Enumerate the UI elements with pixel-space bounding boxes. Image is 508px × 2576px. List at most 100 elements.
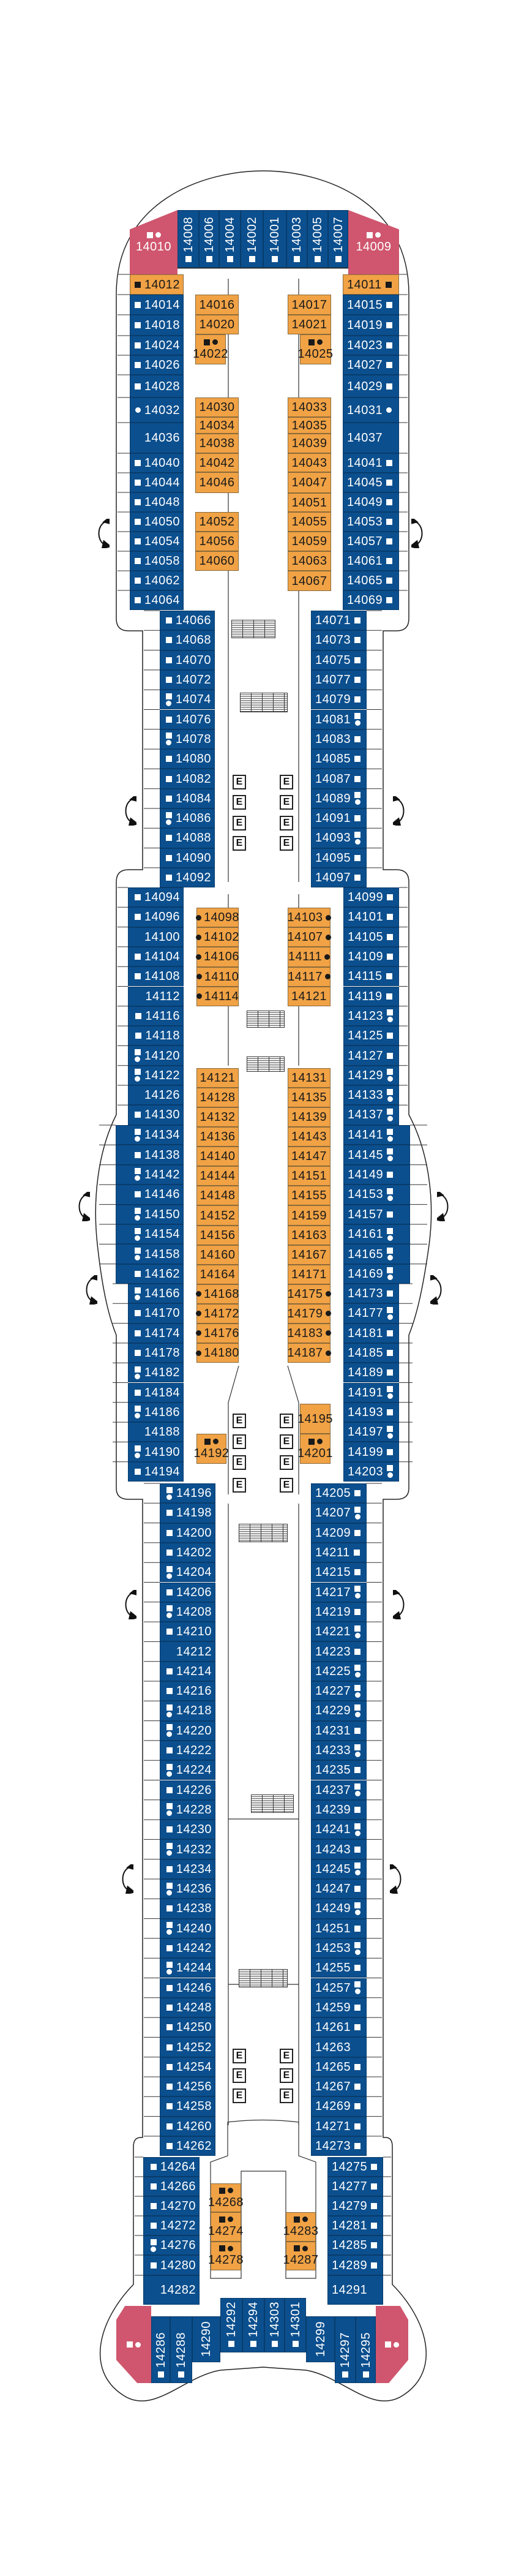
cabin-14109[interactable]: 14109 — [343, 946, 399, 967]
cabin-14085[interactable]: 14085 — [311, 749, 367, 769]
cabin-14178[interactable]: 14178 — [128, 1343, 184, 1363]
cabin-14028[interactable]: 14028 — [130, 375, 184, 397]
cabin-14196[interactable]: 14196 — [160, 1483, 215, 1504]
cabin-14278[interactable]: 14278 — [208, 2241, 244, 2270]
cabin-14111[interactable]: 14111 — [288, 947, 331, 967]
cabin-14029[interactable]: 14029 — [343, 375, 399, 397]
cabin-14134[interactable]: 14134 — [116, 1125, 184, 1145]
cabin-14164[interactable]: 14164 — [196, 1264, 239, 1284]
cabin-14026[interactable]: 14026 — [130, 355, 184, 375]
cabin-14007[interactable]: 14007 — [328, 210, 348, 268]
cabin-14045[interactable]: 14045 — [343, 473, 399, 492]
cabin-14206[interactable]: 14206 — [160, 1582, 215, 1602]
cabin-14087[interactable]: 14087 — [311, 769, 367, 789]
cabin-14003[interactable]: 14003 — [286, 210, 307, 268]
cabin-14127[interactable]: 14127 — [343, 1045, 399, 1066]
cabin-14236[interactable]: 14236 — [160, 1879, 215, 1899]
cabin-14062[interactable]: 14062 — [130, 571, 184, 590]
cabin-14173[interactable]: 14173 — [343, 1284, 399, 1304]
cabin-14268[interactable]: 14268 — [208, 2183, 244, 2213]
cabin-14105[interactable]: 14105 — [343, 927, 399, 947]
cabin-14258[interactable]: 14258 — [160, 2096, 215, 2117]
cabin-14086[interactable]: 14086 — [160, 808, 215, 829]
cabin-14219[interactable]: 14219 — [311, 1602, 367, 1622]
cabin-14141[interactable]: 14141 — [343, 1125, 410, 1145]
cabin-14267[interactable]: 14267 — [311, 2077, 367, 2097]
cabin-14051[interactable]: 14051 — [288, 493, 331, 512]
cabin-14115[interactable]: 14115 — [343, 966, 399, 987]
cabin-14159[interactable]: 14159 — [288, 1205, 331, 1226]
cabin-14063[interactable]: 14063 — [288, 551, 331, 571]
cabin-14184[interactable]: 14184 — [128, 1382, 184, 1403]
cabin-14171[interactable]: 14171 — [288, 1264, 331, 1284]
cabin-14058[interactable]: 14058 — [130, 551, 184, 571]
cabin-14104[interactable]: 14104 — [128, 946, 184, 967]
cabin-14154[interactable]: 14154 — [116, 1224, 184, 1245]
cabin-14135[interactable]: 14135 — [288, 1088, 331, 1108]
cabin-14244[interactable]: 14244 — [160, 1958, 215, 1978]
cabin-14262[interactable]: 14262 — [160, 2136, 215, 2156]
cabin-14182[interactable]: 14182 — [128, 1363, 184, 1383]
cabin-14170[interactable]: 14170 — [128, 1303, 184, 1324]
cabin-14215[interactable]: 14215 — [311, 1562, 367, 1583]
cabin-14179[interactable]: 14179 — [287, 1303, 331, 1324]
cabin-14036[interactable]: 14036 — [130, 423, 184, 453]
cabin-14277[interactable]: 14277 — [327, 2177, 383, 2196]
cabin-14276[interactable]: 14276 — [143, 2235, 200, 2255]
cabin-14046[interactable]: 14046 — [195, 472, 239, 493]
cabin-14122[interactable]: 14122 — [128, 1065, 184, 1085]
cabin-14024[interactable]: 14024 — [130, 336, 184, 355]
cabin-14106[interactable]: 14106 — [195, 947, 239, 967]
cabin-14039[interactable]: 14039 — [288, 434, 331, 453]
cabin-14150[interactable]: 14150 — [116, 1204, 184, 1224]
cabin-14022[interactable]: 14022 — [193, 334, 228, 364]
cabin-14249[interactable]: 14249 — [311, 1899, 367, 1919]
cabin-14301[interactable]: 14301 — [285, 2298, 306, 2352]
cabin-14031[interactable]: 14031 — [343, 397, 399, 423]
cabin-14222[interactable]: 14222 — [160, 1740, 215, 1761]
cabin-14248[interactable]: 14248 — [160, 1997, 215, 2018]
cabin-14256[interactable]: 14256 — [160, 2077, 215, 2097]
cabin-14102[interactable]: 14102 — [195, 927, 239, 947]
cabin-14079[interactable]: 14079 — [311, 690, 367, 710]
cabin-14209[interactable]: 14209 — [311, 1523, 367, 1543]
cabin-14269[interactable]: 14269 — [311, 2096, 367, 2117]
cabin-14020[interactable]: 14020 — [195, 315, 239, 334]
cabin-14149[interactable]: 14149 — [343, 1164, 410, 1185]
cabin-14221[interactable]: 14221 — [311, 1622, 367, 1642]
cabin-14035[interactable]: 14035 — [288, 417, 331, 434]
cabin-14091[interactable]: 14091 — [311, 808, 367, 829]
cabin-14049[interactable]: 14049 — [343, 492, 399, 512]
cabin-14238[interactable]: 14238 — [160, 1899, 215, 1919]
cabin-14257[interactable]: 14257 — [311, 1978, 367, 1998]
cabin-14275[interactable]: 14275 — [327, 2157, 383, 2177]
cabin-14166[interactable]: 14166 — [128, 1284, 184, 1304]
cabin-14034[interactable]: 14034 — [195, 417, 239, 434]
cabin-14121[interactable]: 14121 — [288, 986, 331, 1006]
cabin-14207[interactable]: 14207 — [311, 1503, 367, 1523]
cabin-14263[interactable]: 14263 — [311, 2037, 367, 2057]
cabin-14076[interactable]: 14076 — [160, 709, 215, 729]
cabin-14056[interactable]: 14056 — [195, 532, 239, 551]
cabin-14050[interactable]: 14050 — [130, 512, 184, 532]
cabin-14241[interactable]: 14241 — [311, 1820, 367, 1840]
cabin-14032[interactable]: 14032 — [130, 397, 184, 423]
cabin-14090[interactable]: 14090 — [160, 848, 215, 868]
cabin-14038[interactable]: 14038 — [195, 434, 239, 453]
cabin-14072[interactable]: 14072 — [160, 669, 215, 690]
cabin-14017[interactable]: 14017 — [288, 295, 331, 315]
cabin-14116[interactable]: 14116 — [128, 1006, 184, 1026]
cabin-14070[interactable]: 14070 — [160, 650, 215, 670]
cabin-14096[interactable]: 14096 — [128, 907, 184, 927]
cabin-14160[interactable]: 14160 — [196, 1245, 239, 1265]
cabin-14228[interactable]: 14228 — [160, 1799, 215, 1820]
cabin-14053[interactable]: 14053 — [343, 512, 399, 532]
cabin-14008[interactable]: 14008 — [177, 210, 199, 268]
cabin-14208[interactable]: 14208 — [160, 1602, 215, 1622]
cabin-14054[interactable]: 14054 — [130, 532, 184, 551]
cabin-14001[interactable]: 14001 — [263, 210, 286, 268]
cabin-14145[interactable]: 14145 — [343, 1145, 410, 1165]
cabin-14037[interactable]: 14037 — [343, 423, 399, 453]
cabin-14167[interactable]: 14167 — [288, 1245, 331, 1265]
cabin-14225[interactable]: 14225 — [311, 1661, 367, 1681]
